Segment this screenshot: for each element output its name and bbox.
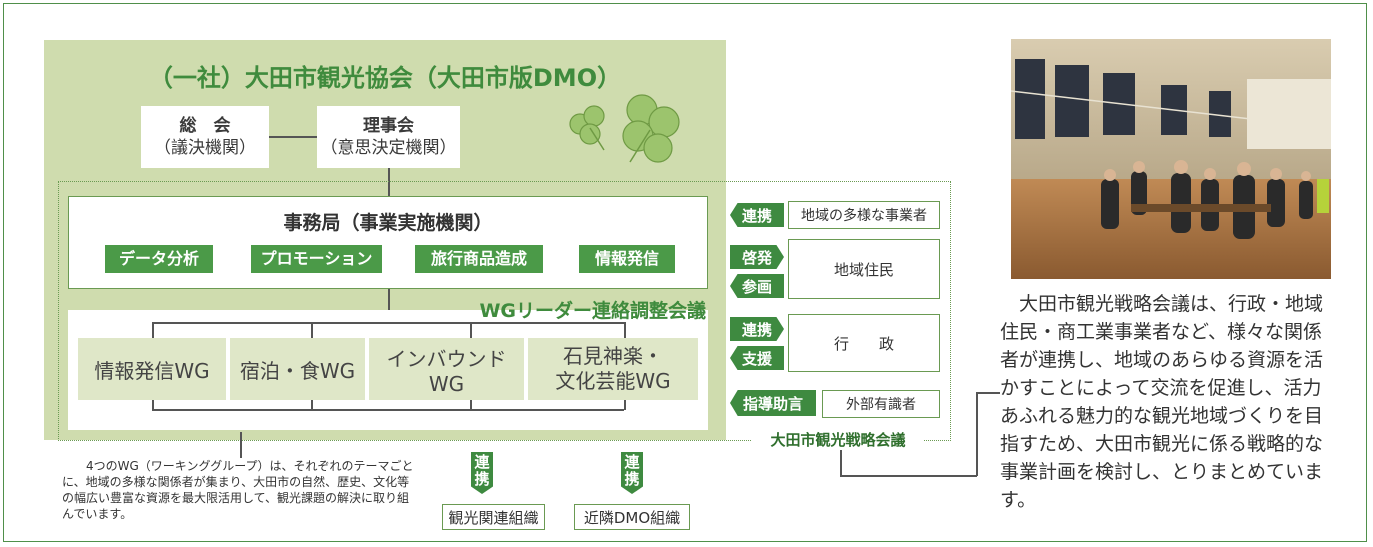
partner-residents: 地域住民 [788, 239, 940, 299]
org-neighbor-dmo: 近隣DMO組織 [574, 504, 690, 530]
wg-lodging-food: 宿泊・食WG [230, 338, 365, 400]
connector-line [840, 475, 977, 477]
wg-bracket-bottom [152, 409, 624, 411]
wg-kagura-culture: 石見神楽・ 文化芸能WG [528, 338, 698, 400]
board-role: （意思決定機関） [320, 138, 457, 158]
partner-experts: 外部有識者 [822, 390, 940, 418]
connector-line [269, 136, 317, 138]
tag-cooperation-2: 連携 [730, 317, 784, 341]
wg-note: 4つのWG（ワーキンググループ）は、それぞれのテーマごとに、地域の多様な関係者が… [62, 459, 414, 521]
link-tag-right: 連携 [621, 452, 643, 494]
function-data-analysis: データ分析 [105, 245, 213, 273]
general-meeting-label: 総 会 [179, 116, 231, 136]
tag-advice: 指導助言 [730, 390, 816, 416]
partner-government: 行 政 [788, 314, 940, 372]
board-label: 理事会 [363, 116, 414, 136]
side-description: 大田市観光戦略会議は、行政・地域住民・商工業事業者など、様々な関係者が連携し、地… [1000, 293, 1324, 511]
secretariat-title: 事務局（事業実施機関） [283, 212, 493, 234]
tag-participate: 参画 [730, 274, 784, 298]
board-box: 理事会 （意思決定機関） [317, 106, 460, 168]
connector-line [976, 392, 978, 476]
connector-line [840, 450, 842, 476]
strategy-boundary [58, 181, 951, 441]
connector-line [240, 432, 242, 458]
dmo-title: （一社）大田市観光協会（大田市版DMO） [148, 64, 622, 92]
connector-line [976, 392, 1000, 394]
connector-line [388, 289, 390, 323]
clover-illustration [569, 94, 680, 163]
wg-council-label: WGリーダー連絡調整会議 [479, 300, 706, 322]
function-promotion: プロモーション [251, 245, 382, 273]
meeting-photo [1011, 39, 1331, 279]
wg-inbound: インバウンドWG [369, 338, 524, 400]
function-info: 情報発信 [579, 245, 675, 273]
strategy-council-label: 大田市観光戦略会議 [752, 429, 924, 450]
connector-line [388, 168, 390, 196]
link-tag-left: 連携 [471, 452, 493, 494]
function-tour-products: 旅行商品造成 [415, 245, 543, 273]
general-meeting-role: （議決機関） [154, 138, 256, 158]
partner-businesses: 地域の多様な事業者 [788, 201, 940, 229]
tag-cooperation-1: 連携 [730, 203, 784, 227]
tag-support: 支援 [730, 346, 784, 370]
wg-info: 情報発信WG [78, 338, 226, 400]
secretariat-box [68, 196, 708, 289]
org-tourism: 観光関連組織 [442, 504, 545, 530]
general-meeting-box: 総 会 （議決機関） [141, 106, 269, 168]
tag-enlighten: 啓発 [730, 245, 784, 269]
outer-frame [3, 3, 1367, 542]
wg-bracket-top [152, 322, 624, 324]
